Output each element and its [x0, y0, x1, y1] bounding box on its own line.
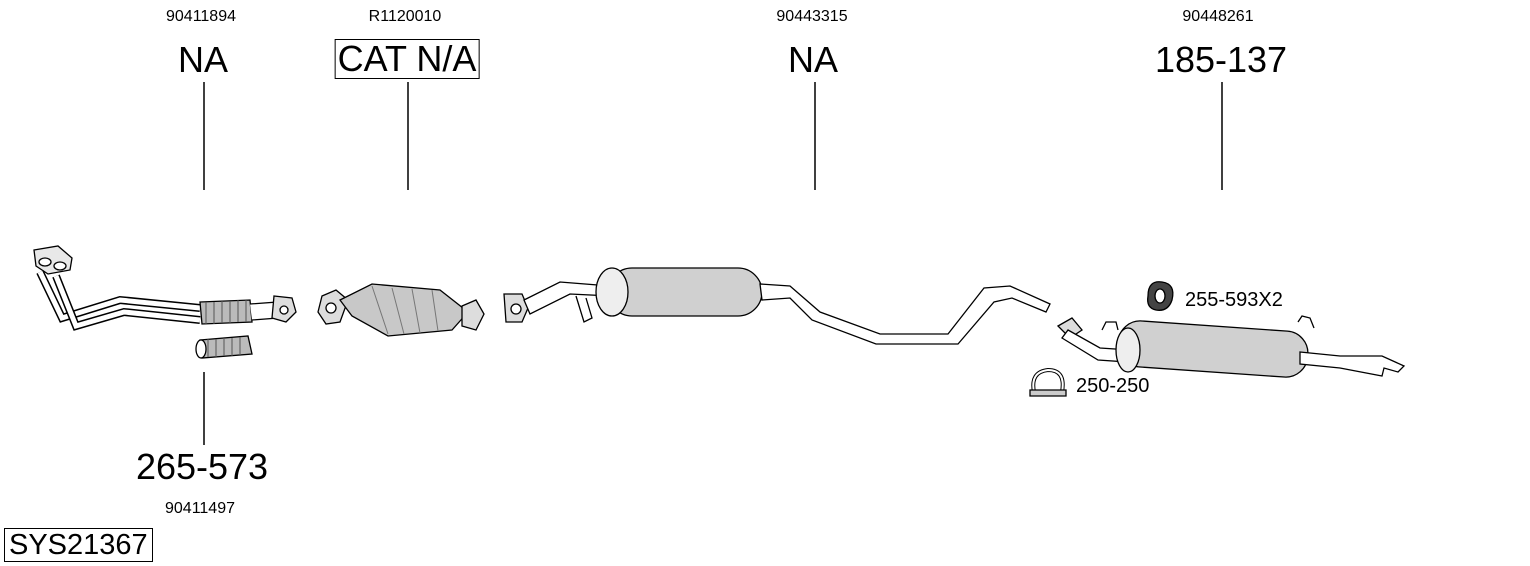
- flex-pipe-shape: [195, 335, 253, 359]
- fitting-ref-hanger[interactable]: 255-593X2: [1185, 289, 1283, 311]
- system-code: SYS21367: [4, 528, 153, 562]
- part-ref-middle-silencer[interactable]: NA: [787, 39, 839, 80]
- part-oe-number-flex-pipe: 90411497: [165, 500, 235, 517]
- catalyst-shape: [317, 283, 485, 337]
- part-ref-catalyst[interactable]: CAT N/A: [334, 39, 480, 79]
- part-oe-number-catalyst: R1120010: [368, 8, 442, 25]
- exhaust-clamp-icon: [1029, 367, 1067, 397]
- middle-silencer-shape: [503, 267, 1051, 345]
- part-oe-number-middle-silencer: 90443315: [776, 8, 848, 25]
- part-ref-flex-pipe[interactable]: 265-573: [135, 446, 269, 487]
- part-ref-front-pipe[interactable]: NA: [177, 39, 229, 80]
- rubber-hanger-icon: [1147, 281, 1174, 311]
- fitting-ref-clamp[interactable]: 250-250: [1076, 375, 1150, 397]
- front-pipe-shape: [33, 245, 297, 331]
- rear-silencer-shape: [1056, 315, 1406, 378]
- part-oe-number-rear-silencer: 90448261: [1182, 8, 1254, 25]
- part-ref-rear-silencer[interactable]: 185-137: [1154, 39, 1288, 80]
- part-oe-number-front-pipe: 90411894: [166, 8, 236, 25]
